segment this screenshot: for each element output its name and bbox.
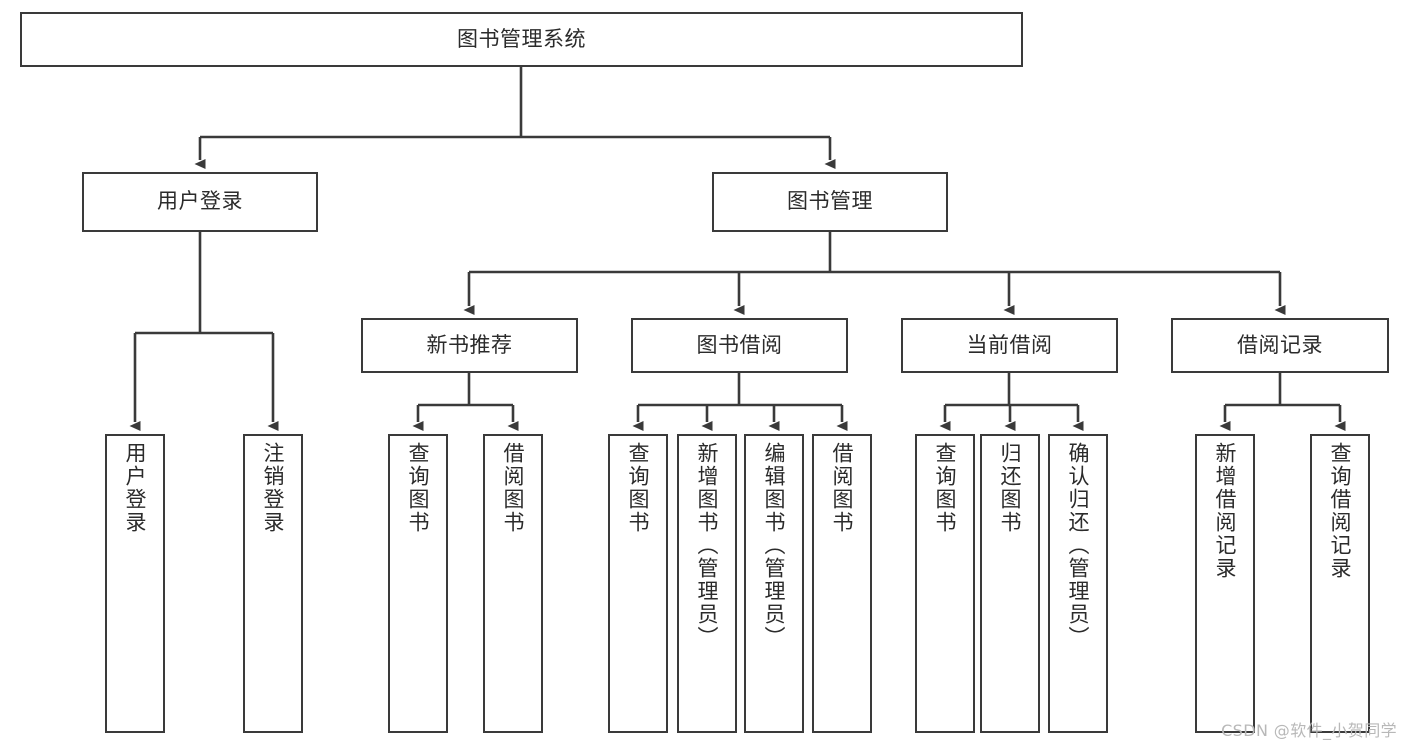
node-leaf-add-record[interactable]: 新增借阅记录 [1195, 434, 1255, 733]
node-current-borrow[interactable]: 当前借阅 [901, 318, 1118, 373]
node-leaf-user-login-label: 用户登录 [123, 442, 148, 534]
node-leaf-query-book-2-label: 查询图书 [626, 442, 651, 534]
node-leaf-user-login[interactable]: 用户登录 [105, 434, 165, 733]
node-leaf-logout[interactable]: 注销登录 [243, 434, 303, 733]
node-leaf-confirm-return-label: 确认归还（管理员） [1066, 442, 1091, 649]
node-new-book-recommend-label: 新书推荐 [426, 332, 513, 357]
node-user-login[interactable]: 用户登录 [82, 172, 318, 232]
node-leaf-add-record-label: 新增借阅记录 [1213, 442, 1238, 580]
node-leaf-query-book-3-label: 查询图书 [933, 442, 958, 534]
node-leaf-query-record[interactable]: 查询借阅记录 [1310, 434, 1370, 733]
node-leaf-borrow-book-2-label: 借阅图书 [830, 442, 855, 534]
node-leaf-add-book-label: 新增图书（管理员） [695, 442, 720, 649]
node-leaf-add-book[interactable]: 新增图书（管理员） [677, 434, 737, 733]
node-root-label: 图书管理系统 [457, 26, 586, 51]
node-leaf-borrow-book-1[interactable]: 借阅图书 [483, 434, 543, 733]
node-book-manage[interactable]: 图书管理 [712, 172, 948, 232]
node-leaf-borrow-book-2[interactable]: 借阅图书 [812, 434, 872, 733]
node-user-login-label: 用户登录 [157, 189, 243, 214]
csdn-watermark: CSDN @软件_小贺同学 [1221, 721, 1397, 740]
node-leaf-query-book-2[interactable]: 查询图书 [608, 434, 668, 733]
node-new-book-recommend[interactable]: 新书推荐 [361, 318, 578, 373]
node-leaf-return-book[interactable]: 归还图书 [980, 434, 1040, 733]
node-leaf-confirm-return[interactable]: 确认归还（管理员） [1048, 434, 1108, 733]
node-borrow-record-label: 借阅记录 [1237, 332, 1323, 357]
node-leaf-edit-book[interactable]: 编辑图书（管理员） [744, 434, 804, 733]
node-root[interactable]: 图书管理系统 [20, 12, 1023, 67]
node-leaf-logout-label: 注销登录 [261, 442, 286, 534]
node-current-borrow-label: 当前借阅 [966, 332, 1053, 357]
node-leaf-query-book-3[interactable]: 查询图书 [915, 434, 975, 733]
node-leaf-borrow-book-1-label: 借阅图书 [501, 442, 526, 534]
node-leaf-query-book-1-label: 查询图书 [406, 442, 431, 534]
node-leaf-query-record-label: 查询借阅记录 [1328, 442, 1353, 580]
node-leaf-edit-book-label: 编辑图书（管理员） [762, 442, 787, 649]
node-book-borrow-label: 图书借阅 [696, 332, 783, 357]
node-leaf-return-book-label: 归还图书 [998, 442, 1023, 534]
node-leaf-query-book-1[interactable]: 查询图书 [388, 434, 448, 733]
node-borrow-record[interactable]: 借阅记录 [1171, 318, 1389, 373]
node-book-manage-label: 图书管理 [787, 189, 873, 214]
node-book-borrow[interactable]: 图书借阅 [631, 318, 848, 373]
